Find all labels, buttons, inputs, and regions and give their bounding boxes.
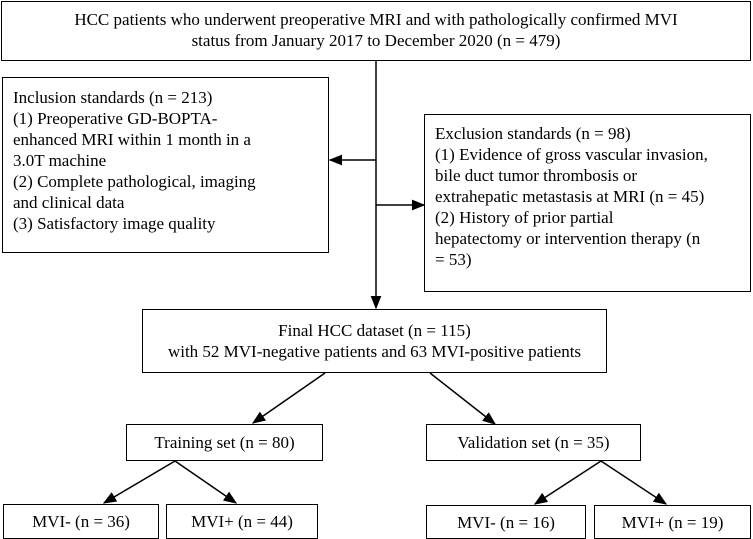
val-mvi-neg-label: MVI- (n = 16): [457, 513, 555, 532]
inclusion-line-5: (2) Complete pathological, imaging: [13, 172, 256, 191]
train-mvi-neg-box: MVI- (n = 36): [3, 504, 159, 539]
validation-label: Validation set (n = 35): [457, 433, 610, 452]
final-line-1: Final HCC dataset (n = 115): [278, 321, 471, 340]
val-mvi-neg-box: MVI- (n = 16): [426, 505, 586, 539]
arrow-to-training: [251, 372, 326, 424]
final-dataset-box: Final HCC dataset (n = 115) with 52 MVI-…: [142, 309, 607, 373]
train-mvi-pos-box: MVI+ (n = 44): [166, 504, 318, 539]
exclusion-line-4: extrahepatic metastasis at MRI (n = 45): [435, 187, 705, 206]
arrow-to-train-neg: [102, 460, 176, 504]
patients-line-2: status from January 2017 to December 202…: [191, 31, 561, 50]
train-mvi-neg-label: MVI- (n = 36): [32, 512, 130, 531]
arrow-to-val-pos: [600, 460, 668, 505]
inclusion-line-2: (1) Preoperative GD-BOPTA-: [13, 109, 218, 128]
val-mvi-pos-label: MVI+ (n = 19): [621, 513, 724, 532]
inclusion-line-6: and clinical data: [13, 193, 125, 212]
final-line-2: with 52 MVI-negative patients and 63 MVI…: [167, 342, 582, 361]
exclusion-line-7: = 53): [435, 250, 472, 269]
arrow-to-validation: [429, 372, 497, 425]
exclusion-line-2: (1) Evidence of gross vascular invasion,: [435, 145, 708, 164]
exclusion-line-5: (2) History of prior partial: [435, 208, 614, 227]
validation-set-box: Validation set (n = 35): [426, 424, 641, 461]
training-label: Training set (n = 80): [154, 433, 295, 452]
exclusion-box: Exclusion standards (n = 98) (1) Evidenc…: [424, 114, 751, 292]
train-mvi-pos-label: MVI+ (n = 44): [191, 512, 293, 531]
inclusion-box: Inclusion standards (n = 213) (1) Preope…: [2, 77, 329, 253]
val-mvi-pos-box: MVI+ (n = 19): [594, 505, 751, 539]
arrow-to-train-pos: [174, 460, 238, 504]
inclusion-line-7: (3) Satisfactory image quality: [13, 214, 216, 233]
inclusion-line-4: 3.0T machine: [13, 151, 107, 170]
training-set-box: Training set (n = 80): [126, 424, 323, 461]
arrow-to-val-neg: [533, 460, 602, 505]
exclusion-line-1: Exclusion standards (n = 98): [435, 124, 631, 143]
patients-box: HCC patients who underwent preoperative …: [1, 1, 751, 61]
inclusion-line-3: enhanced MRI within 1 month in a: [13, 130, 251, 149]
patients-line-1: HCC patients who underwent preoperative …: [74, 10, 678, 29]
inclusion-line-1: Inclusion standards (n = 213): [13, 88, 213, 107]
exclusion-line-6: hepatectomy or intervention therapy (n: [435, 229, 701, 248]
exclusion-line-3: bile duct tumor thrombosis or: [435, 166, 638, 185]
